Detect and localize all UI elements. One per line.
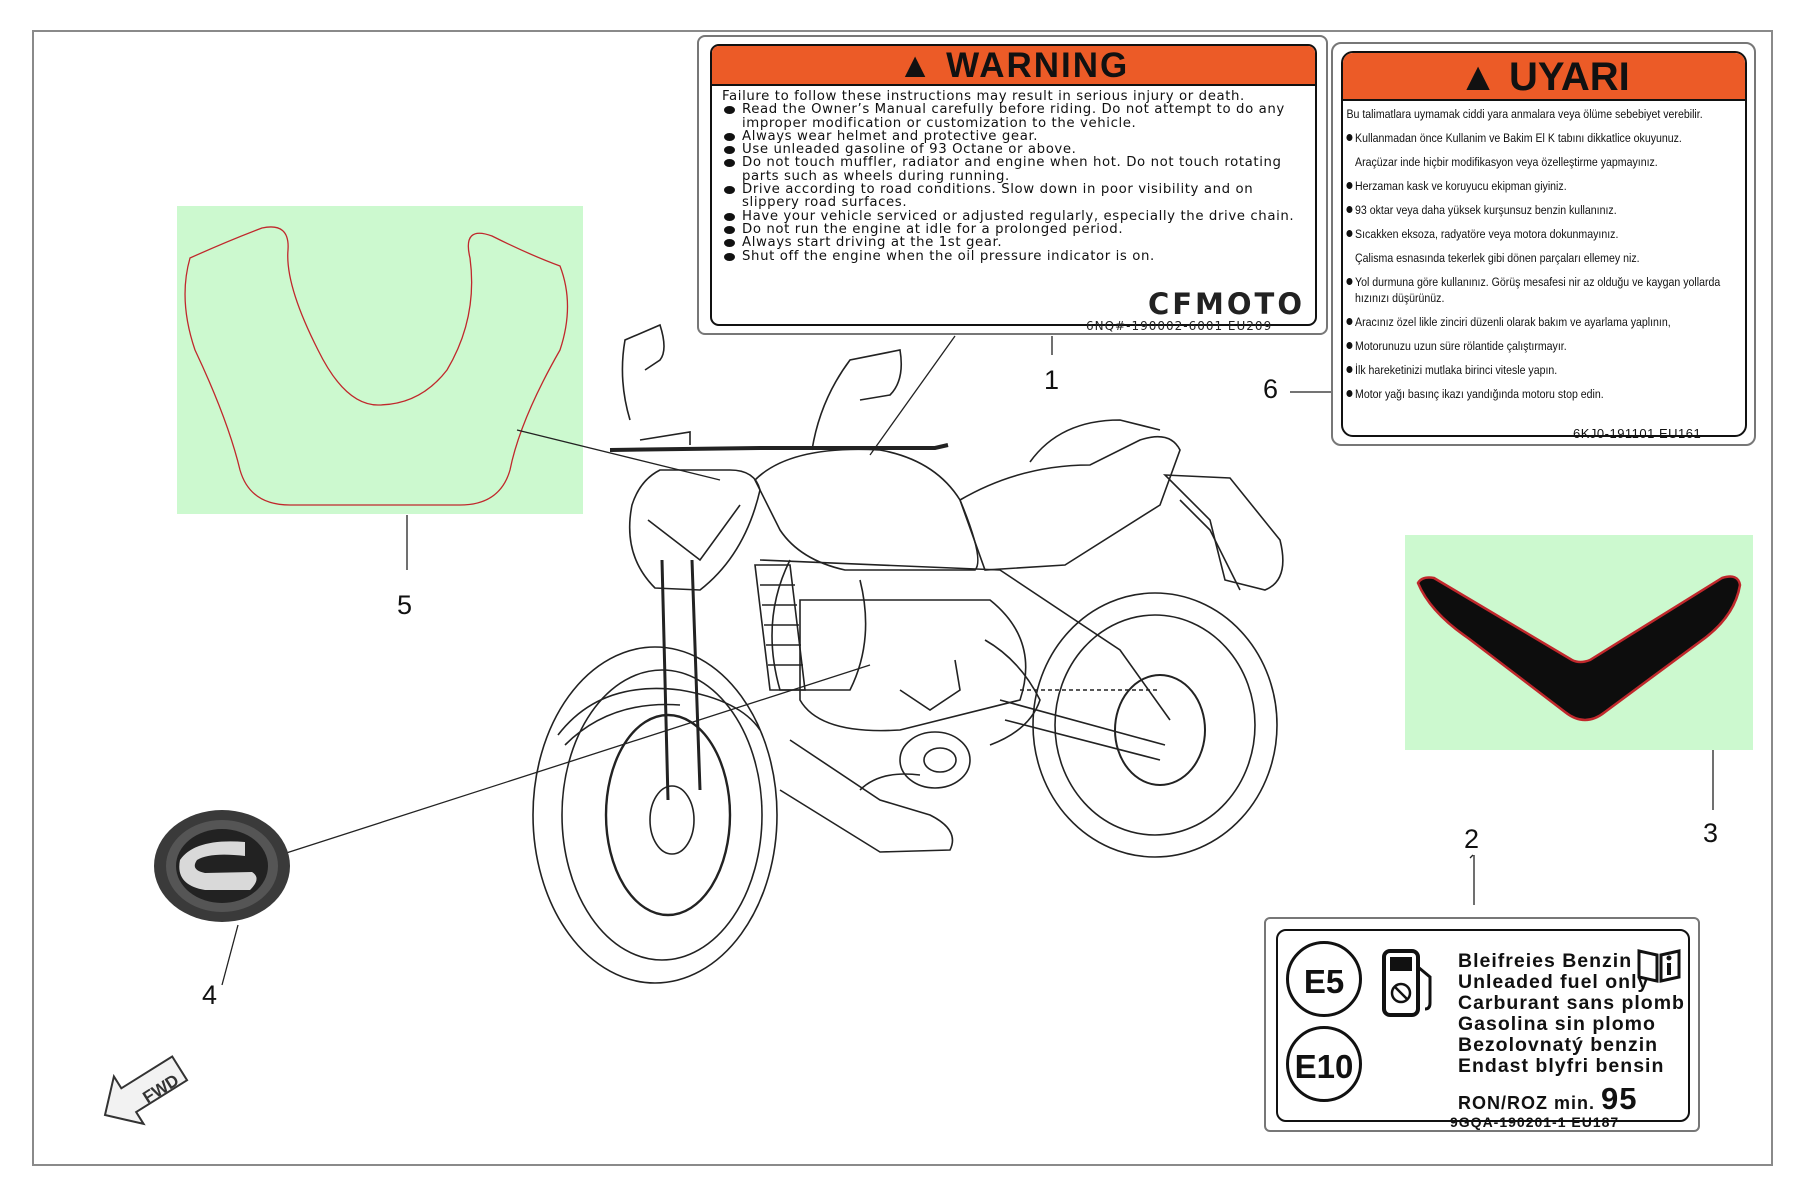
uyari-item: Kullanmadan önce Kullanim ve Bakim El K … (1346, 126, 1745, 150)
fuel-pump-icon (1382, 949, 1432, 1017)
warning-triangle-icon: ▲ (897, 46, 935, 85)
uyari-label-inner: ▲ UYARI Bu talimatlara uymamak ciddi yar… (1341, 51, 1747, 437)
warning-text: Failure to follow these instructions may… (712, 86, 1315, 263)
warning-triangle-icon: ▲ (1458, 55, 1498, 99)
callout-2: 2 (1464, 824, 1480, 854)
uyari-item: Araçüzar inde hiçbir modifikasyon veya ö… (1355, 155, 1658, 169)
uyari-heading: ▲ UYARI (1343, 53, 1745, 101)
decal-5-tank-pad (184, 226, 569, 506)
warning-item: Always wear helmet and protective gear. (722, 130, 1307, 143)
e10-badge: E10 (1286, 1026, 1362, 1102)
manual-book-icon (1637, 949, 1681, 983)
callout-1: 1 (1044, 365, 1060, 395)
uyari-item: Sıcakken eksoza, radyatöre veya motora d… (1346, 222, 1745, 246)
fuel-label: E5 E10 Bleifreies Benzin Unleaded fuel o… (1264, 917, 1700, 1132)
warning-item: Use unleaded gasoline of 93 Octane or ab… (722, 143, 1307, 156)
uyari-item: Motor yağı basınç ikazı yandığında motor… (1346, 382, 1745, 406)
decal-5-panel (177, 206, 583, 514)
leader-lines (221, 335, 1714, 986)
warning-item: Have your vehicle serviced or adjusted r… (722, 209, 1307, 223)
fuel-part-code: 9GQA-190201-1 EU187 (1450, 1114, 1620, 1130)
warning-item: Shut off the engine when the oil pressur… (722, 249, 1307, 263)
uyari-part-code: 6KJ0-191101 EU161 (1573, 426, 1702, 441)
ron-value: 95 (1601, 1081, 1638, 1116)
warning-item: Read the Owner’s Manual carefully before… (722, 103, 1307, 130)
warning-part-code: 6NQ#-190002-6001 EU209 (1086, 319, 1273, 333)
uyari-text: Bu talimatlara uymamak ciddi yara anmala… (1343, 101, 1745, 406)
callout-3: 3 (1703, 818, 1719, 848)
uyari-item: 93 oktar veya daha yüksek kurşunsuz benz… (1346, 198, 1745, 222)
uyari-intro: Bu talimatlara uymamak ciddi yara anmala… (1346, 107, 1703, 121)
warning-heading: ▲ WARNING (712, 46, 1315, 86)
e5-badge: E5 (1286, 941, 1362, 1017)
fuel-line: Carburant sans plomb (1458, 992, 1685, 1014)
diagram-frame (32, 30, 1773, 1166)
callout-6: 6 (1263, 374, 1279, 404)
uyari-item: Çalisma esnasında tekerlek gibi dönen pa… (1355, 251, 1640, 265)
motorcycle-drawing (532, 323, 1284, 984)
uyari-item: Yol durmuna göre kullanınız. Görüş mesaf… (1346, 270, 1745, 310)
uyari-label: ▲ UYARI Bu talimatlara uymamak ciddi yar… (1331, 42, 1756, 446)
fuel-text-lines: Bleifreies Benzin Unleaded fuel only Car… (1458, 951, 1685, 1077)
warning-label-inner: ▲ WARNING Failure to follow these instru… (710, 44, 1317, 326)
warning-item: Do not touch muffler, radiator and engin… (722, 156, 1307, 183)
uyari-item: Motorunuzu uzun süre rölantide çalıştırm… (1346, 334, 1745, 358)
fuel-line: Endast blyfri bensin (1458, 1055, 1665, 1077)
ron-minimum: RON/ROZ min. 95 (1458, 1081, 1637, 1117)
fuel-line: Bleifreies Benzin (1458, 950, 1633, 972)
warning-item: Do not run the engine at idle for a prol… (722, 223, 1307, 236)
warning-label: ▲ WARNING Failure to follow these instru… (697, 35, 1328, 335)
decal-3-black-v (1416, 575, 1742, 722)
ron-label: RON/ROZ min. (1458, 1093, 1595, 1113)
cfmoto-logo: CFMOTO (1147, 287, 1305, 321)
uyari-item: Aracınız özel likle zinciri düzenli olar… (1346, 310, 1745, 334)
fuel-line: Unleaded fuel only (1458, 971, 1650, 993)
fuel-label-inner: E5 E10 Bleifreies Benzin Unleaded fuel o… (1276, 929, 1690, 1122)
fuel-line: Gasolina sin plomo (1458, 1013, 1656, 1035)
warning-item: Drive according to road conditions. Slow… (722, 183, 1307, 210)
callout-5: 5 (397, 590, 413, 620)
fuel-line: Bezolovnatý benzin (1458, 1034, 1659, 1056)
callout-4: 4 (202, 980, 218, 1010)
warning-item: Always start driving at the 1st gear. (722, 236, 1307, 250)
uyari-item: İlk hareketinizi mutlaka birinci vitesle… (1346, 358, 1745, 382)
uyari-item: Herzaman kask ve koruyucu ekipman giyini… (1346, 174, 1745, 198)
warning-intro: Failure to follow these instructions may… (722, 89, 1245, 104)
fwd-arrow-icon (103, 1055, 189, 1126)
emblem-4-cf-logo (154, 810, 290, 922)
